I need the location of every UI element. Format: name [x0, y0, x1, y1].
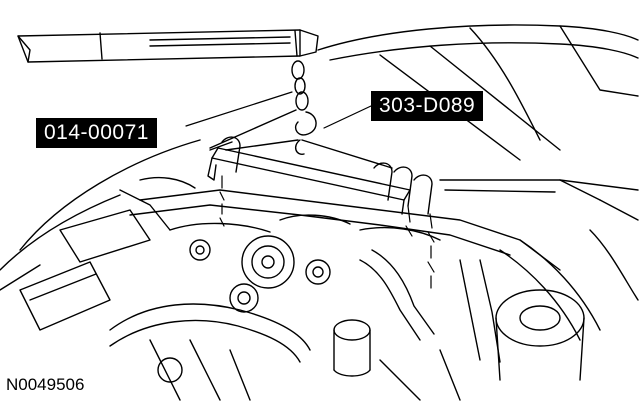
callout-leaders	[185, 91, 372, 129]
lift-cables	[209, 109, 393, 169]
hoist-chain-hook	[291, 60, 317, 155]
callout-303-D089: 303-D089	[371, 91, 484, 121]
engine-assembly	[19, 176, 639, 401]
vehicle-body-lines	[0, 24, 639, 291]
hoist-arm	[17, 29, 319, 63]
figure-reference-number: N0049506	[4, 375, 87, 395]
callout-014-00071: 014-00071	[36, 118, 157, 148]
